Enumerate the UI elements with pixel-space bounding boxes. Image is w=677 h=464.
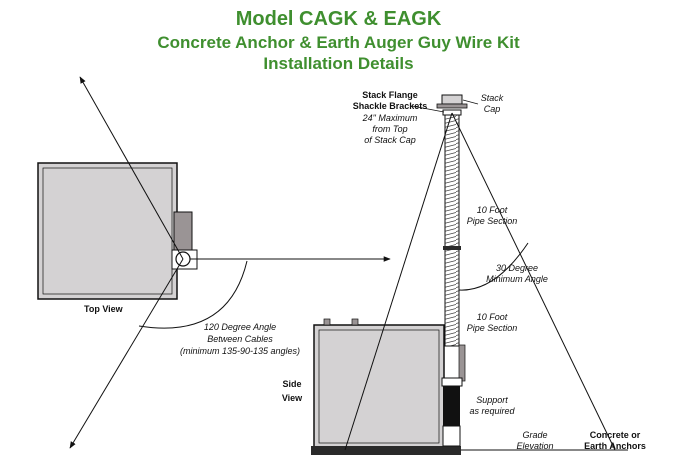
top-view-side-box — [173, 211, 193, 252]
stack-flange-bracket — [442, 109, 462, 116]
flange-label-line4: from Top — [372, 124, 407, 134]
top-view-angle-arc — [138, 260, 248, 329]
side-view-tank-inner-outline — [318, 329, 440, 444]
cap-leader-line — [462, 99, 479, 105]
top-view-angle-note: (minimum 135-90-135 angles) — [180, 346, 300, 356]
top-view-guy-cable-down — [69, 258, 184, 449]
side-view-tank-base — [311, 446, 461, 455]
stack-pipe-section-upper — [444, 113, 460, 249]
diagram-subtitle: Concrete Anchor & Earth Auger Guy Wire K… — [157, 33, 520, 52]
stack-support-box — [442, 425, 461, 447]
flange-leader-line — [411, 105, 445, 113]
side-view-tank-fitting-right — [351, 318, 359, 326]
top-view-angle-line1: 120 Degree Angle — [204, 322, 276, 332]
top-view-guy-cable-up — [79, 76, 184, 260]
side-view-angle-arc — [458, 242, 529, 291]
top-view-label: Top View — [84, 304, 124, 314]
cap-label-line1: Stack — [481, 93, 504, 103]
flange-label-line5: of Stack Cap — [364, 135, 416, 145]
anchors-label-line1: Concrete or — [590, 430, 641, 440]
diagram-title: Model CAGK & EAGK — [235, 8, 442, 30]
top-view-angle-line2: Between Cables — [207, 334, 273, 344]
side-view-label-line2: View — [282, 393, 303, 403]
grade-label-line1: Grade — [522, 430, 547, 440]
diagram-section-title: Installation Details — [263, 54, 414, 73]
top-view-tank-inner-outline — [42, 167, 173, 295]
side-view-group: Side View Stack Flange Shackle Brackets … — [282, 90, 646, 455]
top-view-tank — [37, 162, 178, 300]
pipe-lower-label-line1: 10 Foot — [477, 312, 508, 322]
stack-cap-brim — [436, 103, 468, 109]
stack-pipe-coupling — [443, 246, 461, 250]
stack-pipe-side-plate — [458, 344, 466, 382]
flange-label-line1: Stack Flange — [362, 90, 418, 100]
cap-label-line2: Cap — [484, 104, 501, 114]
grade-label-line2: Elevation — [516, 441, 553, 451]
stack-support-block — [443, 386, 460, 426]
flange-label-line3: 24" Maximum — [362, 113, 418, 123]
stack-pipe-collar — [441, 377, 463, 387]
stack-cap-top — [441, 94, 463, 105]
pipe-lower-label-line2: Pipe Section — [467, 323, 518, 333]
top-view-group: Top View 120 Degree Angle Between Cables… — [37, 76, 391, 449]
side-view-label-line1: Side — [282, 379, 301, 389]
pipe-upper-label-line1: 10 Foot — [477, 205, 508, 215]
support-label-line2: as required — [469, 406, 515, 416]
side-view-tank-fitting-left — [323, 318, 331, 326]
stack-pipe-section-lower — [444, 247, 460, 347]
support-label-line1: Support — [476, 395, 508, 405]
flange-label-line2: Shackle Brackets — [353, 101, 428, 111]
side-view-tank — [313, 324, 445, 449]
angle-label-line2: Minimum Angle — [486, 274, 548, 284]
side-view-guy-cable-right — [451, 112, 616, 451]
anchors-label-line2: Earth Anchors — [584, 441, 646, 451]
side-view-guy-cable-left — [344, 112, 453, 451]
pipe-upper-label-line2: Pipe Section — [467, 216, 518, 226]
angle-label-line1: 30 Degree — [496, 263, 538, 273]
